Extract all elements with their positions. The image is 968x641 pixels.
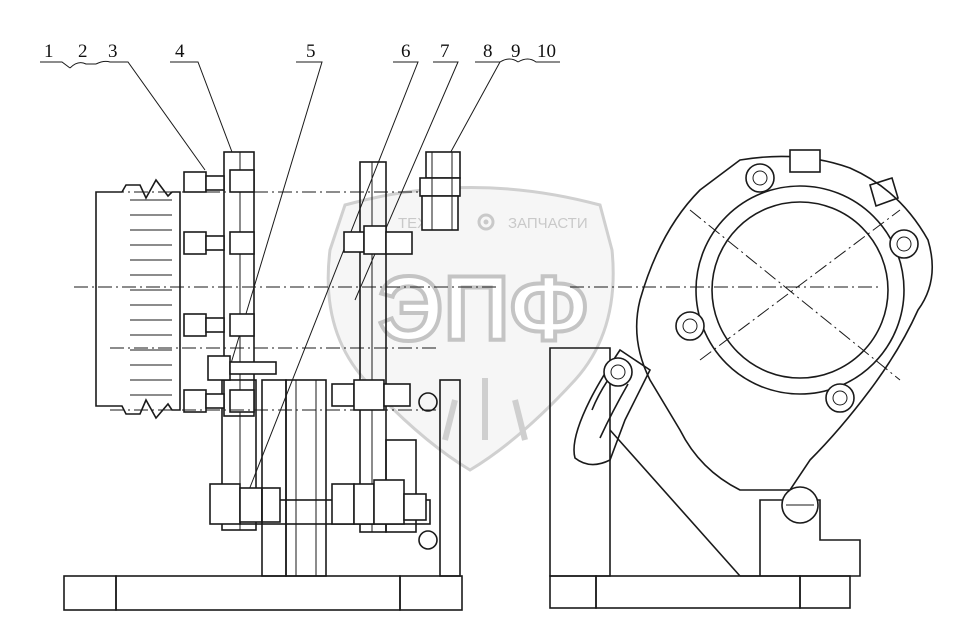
bolt: [183, 389, 255, 413]
housing-bolts: [675, 163, 919, 524]
housing: [635, 149, 934, 491]
callout-1: 1: [44, 41, 54, 62]
watermark-logo: ЭПФ: [378, 258, 588, 360]
callout-2: 2: [78, 41, 88, 62]
callout-7: 7: [440, 41, 450, 62]
callout-6: 6: [401, 41, 411, 62]
left-flange: [221, 151, 257, 531]
bolt: [183, 231, 255, 255]
center-lines: [74, 191, 880, 411]
left-bolts: [183, 169, 277, 413]
middle-bracket: [331, 161, 438, 550]
pulley: [95, 178, 181, 420]
callout-5: 5: [306, 41, 316, 62]
gear-icon: [477, 213, 495, 231]
left-base: [63, 575, 463, 611]
bolt: [183, 313, 255, 337]
tension-bolt: [207, 355, 277, 381]
watermark-left-text: ТЕХ: [398, 215, 427, 232]
top-fitting: [419, 151, 461, 231]
callout-4: 4: [175, 41, 185, 62]
callout-9: 9: [511, 41, 521, 62]
lower-shaft: [209, 479, 431, 525]
watermark-right-text: ЗАПЧАСТИ: [508, 215, 588, 232]
callout-labels: 1 2 3 4 5 6 7 8 9 10: [44, 41, 556, 62]
callout-3: 3: [108, 41, 118, 62]
callout-8: 8: [483, 41, 493, 62]
leader-lines: [40, 58, 560, 501]
bolt: [183, 169, 255, 193]
callout-10: 10: [537, 41, 556, 62]
watermark-wheat-icon: [442, 378, 528, 441]
right-stand: [549, 347, 861, 609]
slotted-arm: [573, 348, 652, 466]
